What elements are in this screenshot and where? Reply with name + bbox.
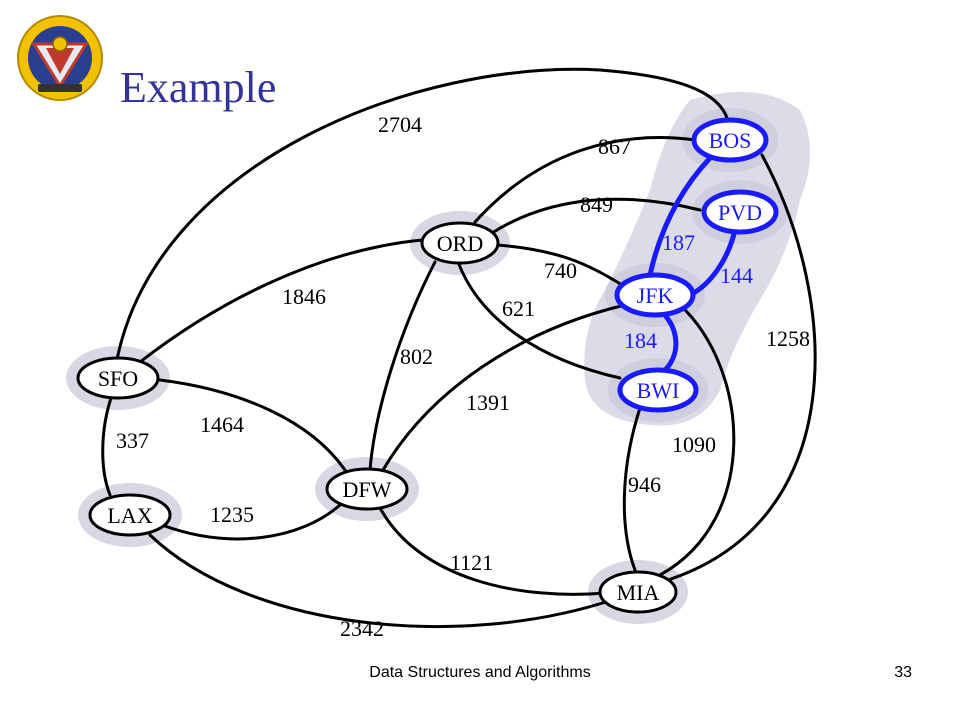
edge-weight-jfk-mia: 1090 xyxy=(672,432,716,457)
node-shape-bos xyxy=(691,117,769,163)
highlight-cloud xyxy=(584,92,810,426)
node-shape-jfk xyxy=(614,272,696,318)
node-label-bos: BOS xyxy=(709,128,752,153)
edge-weight-bwi-mia: 946 xyxy=(628,472,661,497)
node-mia: MIA xyxy=(598,570,678,614)
node-label-sfo: SFO xyxy=(98,366,138,391)
edge-weight-ord-bos: 867 xyxy=(598,134,631,159)
edge-weight-ord-jfk: 740 xyxy=(544,258,577,283)
node-shape-dfw xyxy=(325,467,409,511)
edge-weight-bos-mia: 1258 xyxy=(766,326,810,351)
page-number: 33 xyxy=(894,664,912,681)
node-bwi: BWI xyxy=(617,367,699,413)
edge-weight-sfo-ord: 1846 xyxy=(282,284,326,309)
edge-weight-dfw-jfk: 1391 xyxy=(466,390,510,415)
edge-ord-jfk xyxy=(495,243,624,287)
edge-jfk-bwi xyxy=(659,309,679,373)
node-label-jfk: JFK xyxy=(637,283,674,308)
node-sfo: SFO xyxy=(76,356,160,400)
edge-bos-mia xyxy=(666,153,817,582)
edge-weight-pvd-jfk: 144 xyxy=(720,263,753,288)
edge-dfw-mia xyxy=(378,506,607,596)
edge-weight-lax-mia: 2342 xyxy=(340,616,384,641)
node-shape-mia xyxy=(598,570,678,614)
edge-weight-sfo-bos: 2704 xyxy=(378,112,422,137)
node-pvd: PVD xyxy=(701,189,779,235)
edge-lax-dfw xyxy=(160,503,342,541)
node-ord: ORD xyxy=(420,221,500,265)
node-shape-ord xyxy=(420,221,500,265)
edge-bos-jfk xyxy=(647,155,713,278)
node-label-dfw: DFW xyxy=(343,477,392,502)
edge-weight-sfo-lax: 337 xyxy=(116,428,149,453)
edge-jfk-mia xyxy=(658,303,736,577)
edge-ord-dfw xyxy=(368,260,437,472)
footer-text: Data Structures and Algorithms xyxy=(369,664,591,681)
edge-sfo-dfw xyxy=(158,378,347,472)
node-label-ord: ORD xyxy=(437,231,483,256)
edge-ord-bos xyxy=(473,136,697,224)
slide-title: Example xyxy=(120,63,277,112)
node-label-pvd: PVD xyxy=(718,200,762,225)
edge-weight-sfo-dfw: 1464 xyxy=(200,412,244,437)
edge-pvd-jfk xyxy=(687,227,738,298)
node-label-lax: LAX xyxy=(107,503,152,528)
edge-weight-ord-pvd: 849 xyxy=(580,192,613,217)
node-label-mia: MIA xyxy=(617,580,660,605)
node-shape-lax xyxy=(88,493,172,537)
edge-dfw-jfk xyxy=(381,303,627,472)
edge-weight-ord-dfw: 802 xyxy=(400,344,433,369)
node-shape-pvd xyxy=(701,189,779,235)
edge-weight-jfk-bwi: 184 xyxy=(624,328,657,353)
node-dfw: DFW xyxy=(325,467,409,511)
edge-weight-bos-jfk: 187 xyxy=(662,230,695,255)
edge-sfo-lax xyxy=(101,393,114,497)
institute-logo xyxy=(17,15,103,101)
node-label-bwi: BWI xyxy=(637,378,680,403)
edge-weight-lax-dfw: 1235 xyxy=(210,502,254,527)
node-lax: LAX xyxy=(88,493,172,537)
edge-weight-ord-bwi: 621 xyxy=(502,296,535,321)
edge-weight-dfw-mia: 1121 xyxy=(450,550,493,575)
edge-ord-bwi xyxy=(456,260,622,380)
edge-lax-mia xyxy=(148,533,614,629)
edge-sfo-ord xyxy=(138,238,424,364)
node-bos: BOS xyxy=(691,117,769,163)
edge-bwi-mia xyxy=(622,406,642,572)
node-shape-bwi xyxy=(617,367,699,413)
edge-sfo-bos xyxy=(113,67,732,372)
node-shape-sfo xyxy=(76,356,160,400)
node-jfk: JFK xyxy=(614,272,696,318)
